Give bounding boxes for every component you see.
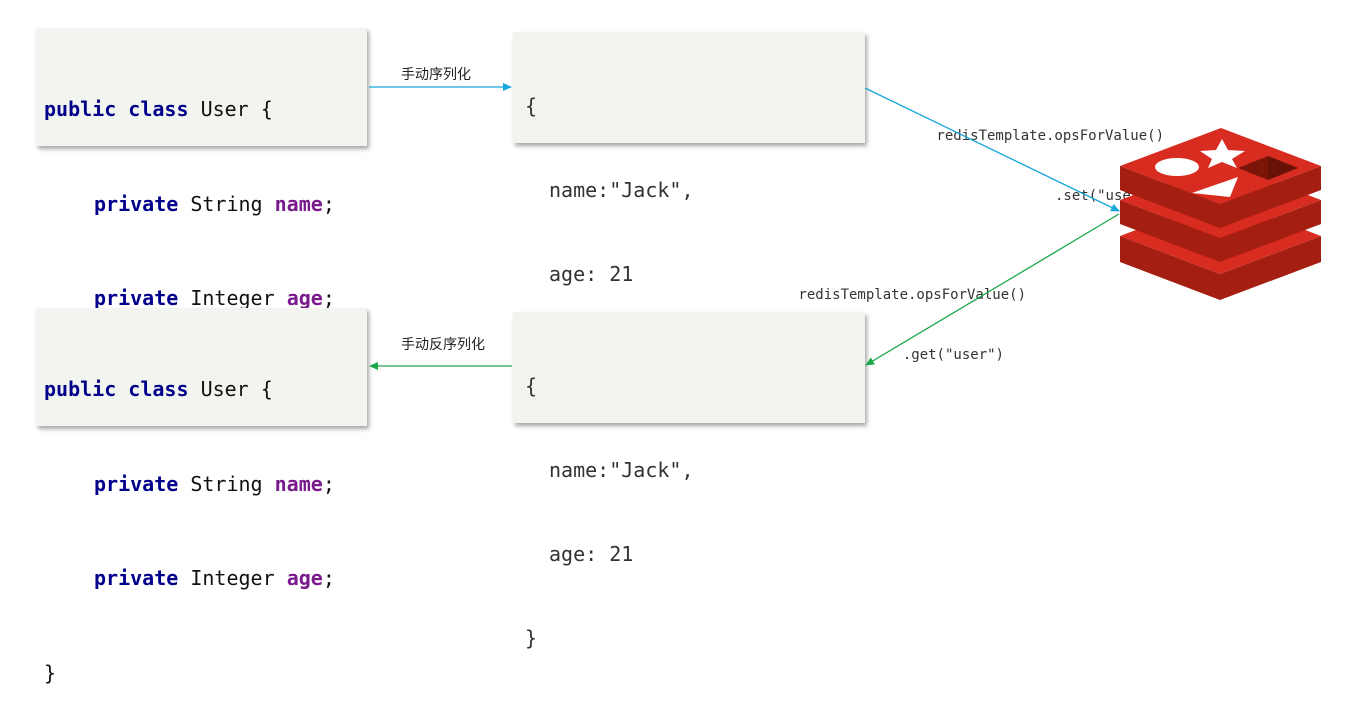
keyword: class <box>128 377 189 401</box>
deserialize-label: 手动反序列化 <box>401 337 485 353</box>
code-line: public class User { <box>44 94 367 126</box>
java-class-box-top: public class User { private String name;… <box>36 28 367 405</box>
field-name: age <box>286 286 323 310</box>
keyword: class <box>128 97 189 121</box>
get-call-line2: .get("user") <box>902 347 1004 363</box>
field-name: name <box>274 471 323 496</box>
code-line: private Integer age; <box>44 283 367 315</box>
field-name: name <box>274 191 323 216</box>
semicolon: ; <box>322 471 335 496</box>
set-arrow <box>864 87 1120 212</box>
semicolon: ; <box>322 566 335 590</box>
json-age-line: age: 21 <box>549 542 634 566</box>
class-name: User { <box>200 97 273 121</box>
keyword: private <box>94 471 179 496</box>
get-call-line1: redisTemplate.opsForValue() <box>798 287 1026 303</box>
code-line: private Integer age; <box>44 563 367 595</box>
serialize-label: 手动序列化 <box>401 67 471 83</box>
type-name: Integer <box>190 566 275 590</box>
json-open-brace: { <box>525 94 538 118</box>
type-name: String <box>190 191 263 216</box>
json-close-brace: } <box>525 626 538 650</box>
keyword: private <box>94 566 179 590</box>
semicolon: ; <box>322 286 335 310</box>
diagram-overlay <box>369 83 1321 370</box>
keyword: public <box>44 377 117 401</box>
field-name: age <box>286 566 323 590</box>
json-name-line: name:"Jack", <box>549 458 694 482</box>
code-line: private String name; <box>44 189 367 221</box>
keyword: private <box>94 286 179 310</box>
type-name: Integer <box>190 286 275 310</box>
code-line: private String name; <box>44 469 367 501</box>
get-arrow <box>865 213 1120 366</box>
get-call-label: redisTemplate.opsForValue() .get("user") <box>700 245 1026 385</box>
class-name: User { <box>200 377 273 401</box>
set-call-line1: redisTemplate.opsForValue() <box>936 128 1164 144</box>
code-line: public class User { <box>44 374 367 406</box>
redis-logo-icon <box>1120 128 1321 300</box>
json-age-line: age: 21 <box>549 262 634 286</box>
json-box-top: { name:"Jack", age: 21 } <box>513 32 865 370</box>
semicolon: ; <box>322 191 335 216</box>
type-name: String <box>190 471 263 496</box>
keyword: public <box>44 97 117 121</box>
json-open-brace: { <box>525 374 538 398</box>
code-line: } <box>44 660 57 685</box>
json-name-line: name:"Jack", <box>549 178 694 202</box>
keyword: private <box>94 191 179 216</box>
